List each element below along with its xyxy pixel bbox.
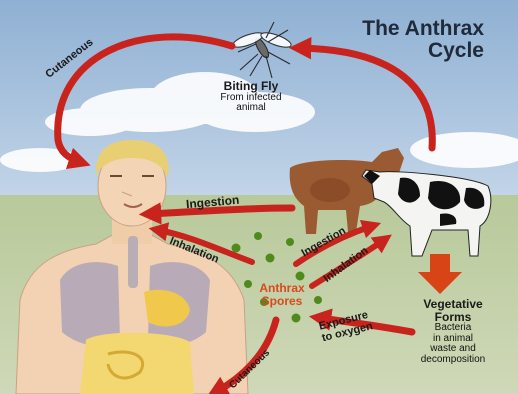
fly-label-sub2: animal — [206, 103, 296, 114]
fly-label-title: Biting Fly — [206, 80, 296, 93]
vegetative-title-1: Vegetative — [404, 298, 502, 311]
title-line-2: Cycle — [362, 40, 484, 62]
anthrax-spores-label: Anthrax Spores — [250, 282, 314, 307]
title-line-1: The Anthrax — [362, 18, 484, 40]
biting-fly-label: Biting Fly From infected animal — [206, 80, 296, 114]
vegetative-forms-label: Vegetative Forms Bacteria in animal wast… — [404, 298, 502, 365]
spores-line-1: Anthrax — [250, 282, 314, 295]
diagram-title: The Anthrax Cycle — [362, 18, 484, 62]
vegetative-desc-4: decomposition — [404, 355, 502, 366]
spores-line-2: Spores — [250, 295, 314, 308]
